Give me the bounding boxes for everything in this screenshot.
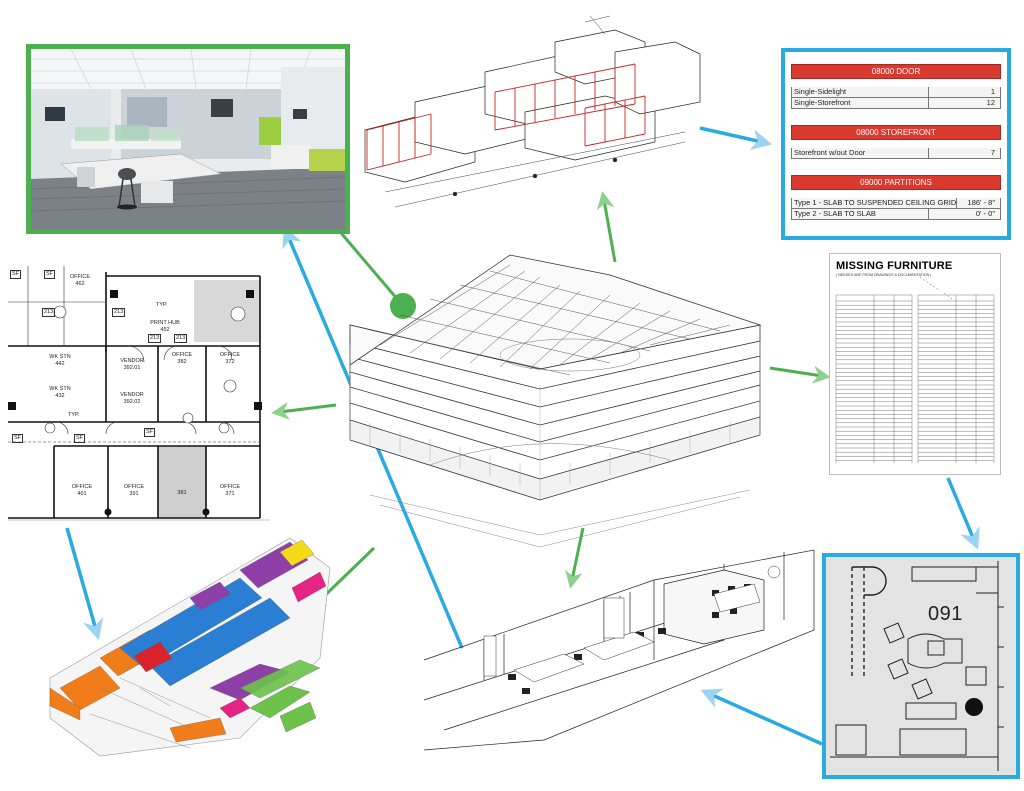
plan-tag: SF [74,434,86,443]
plan-label-print-hub: PRINT HUB 452 [150,320,180,333]
floor-plan-lines [8,266,270,521]
plan-label-office-391: OFFICE 391 [123,484,145,497]
office-rendering-image [30,48,346,229]
green-connector-exploded [596,191,617,263]
plan-tag: 213 [174,334,188,343]
green-connector-dot [390,293,416,319]
plan-label-office-382: OFFICE 382 [171,352,193,365]
plan-tag: SF [44,270,56,279]
plan-label-office-372: OFFICE 372 [219,352,241,365]
plan-label-office-401: OFFICE 401 [71,484,93,497]
furniture-3d-view [423,549,815,751]
green-connector-plan [271,401,337,420]
plan-label-vendor-392-02: VENDOR 392.02 [120,392,144,405]
green-connector-missing [769,365,831,384]
plan-tag: 213 [42,308,56,317]
blue-connector-schedule [699,126,773,150]
schedule-group-title: 08000 DOOR [791,64,1001,79]
missing-furniture-sheet: MISSING FURNITURE ( NEEDED ARE FROM DRAW… [829,253,1001,475]
room-plan-drawing [830,561,1004,771]
plan-tag: 213 [148,334,162,343]
blue-connector-missing-room [946,477,980,550]
office-rendering-panel [26,44,350,234]
plan-tag: TYP. [156,302,168,308]
plan-label-wkstn-442: WK STN 442 [49,354,71,367]
floor-plan-drawing: OFFICE 462 PRINT HUB 452 WK STN 442 VEND… [8,262,270,524]
partition-exploded-view [364,15,701,208]
room-detail-panel: 091 [822,553,1020,779]
blue-connector-plan [65,527,104,641]
plan-label-vendor-392-01: VENDOR 392.01 [120,358,144,371]
plan-tag: SF [144,428,156,437]
plan-label-381: 381 [177,490,187,496]
plan-label-office-371: OFFICE 371 [219,484,241,497]
plan-tag: SF [12,434,24,443]
color-coded-floor-plan [49,537,331,757]
missing-furniture-subtitle: ( NEEDED ARE FROM DRAWINGS & DOCUMENTATI… [836,273,932,277]
building-model [349,254,762,548]
plan-tag: SF [10,270,22,279]
plan-tag: TYP. [68,412,80,418]
schedule-group-title: 09000 PARTITIONS [791,175,1001,190]
schedule-group-title: 08000 STOREFRONT [791,125,1001,140]
schedule-group-partitions: 09000 PARTITIONS Type 1 - SLAB TO SUSPEN… [791,175,1001,220]
plan-label-office-462: OFFICE 462 [69,274,91,287]
plan-tag: 213 [112,308,126,317]
plan-label-wkstn-432: WK STN 432 [49,386,71,399]
room-number: 091 [928,603,963,625]
missing-furniture-title: MISSING FURNITURE [836,260,953,272]
blue-connector-room-furniture [700,688,823,746]
green-connector-render [328,219,406,308]
missing-furniture-table [835,276,995,463]
